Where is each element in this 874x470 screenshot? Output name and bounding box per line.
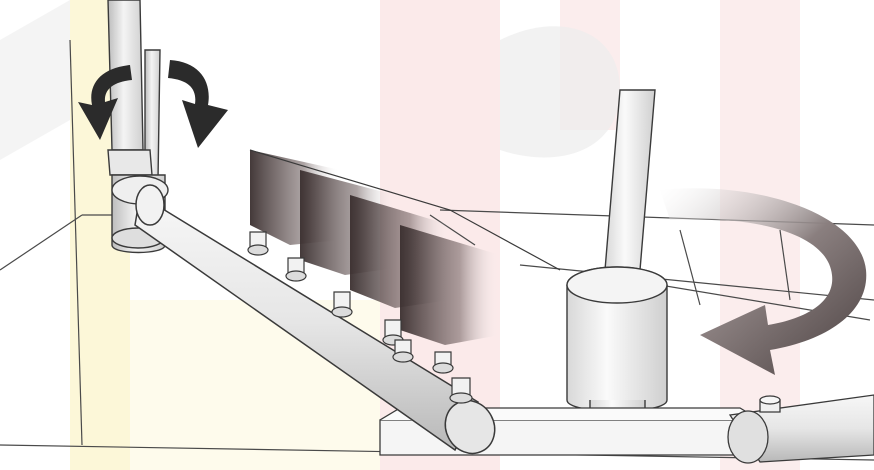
rotation-arrow-right (168, 60, 228, 148)
spray-nozzle (248, 232, 268, 255)
spray-nozzle (450, 378, 472, 403)
spray-nozzle (286, 258, 306, 281)
vertical-feed-pipe (108, 0, 160, 180)
spray-nozzle (433, 352, 453, 373)
spray-nozzle (393, 340, 413, 362)
spray-nozzle (332, 292, 352, 317)
